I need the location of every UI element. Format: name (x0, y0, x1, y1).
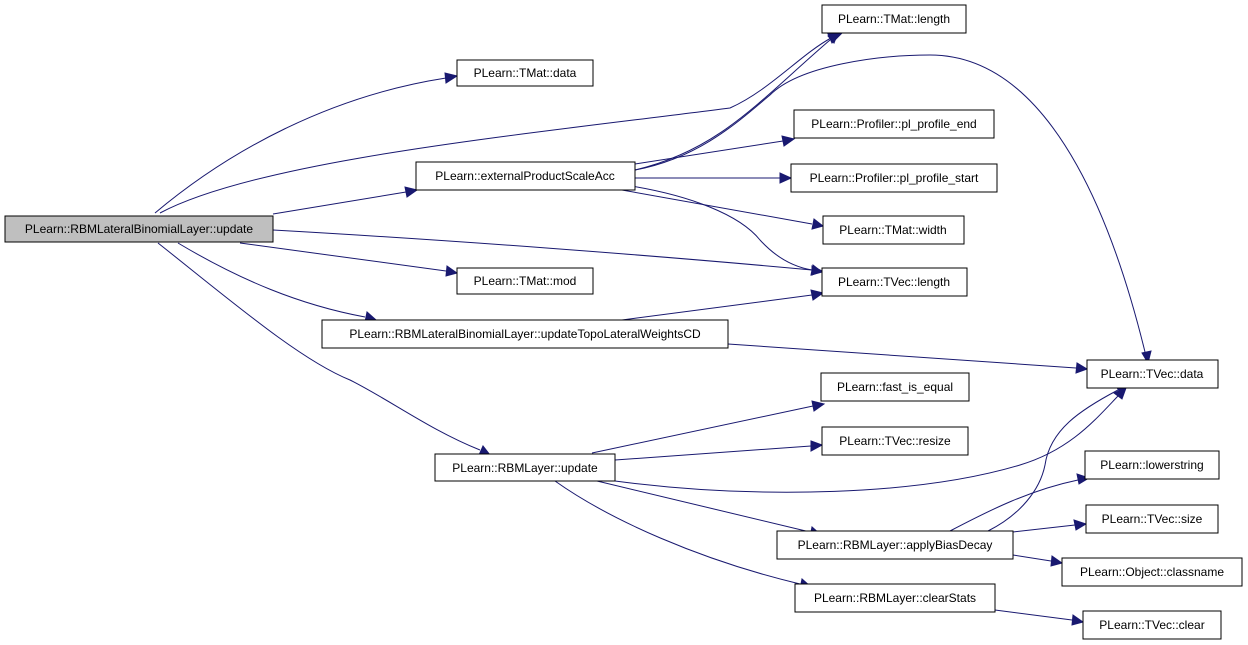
node-update-topo-lateral-weights-cd[interactable]: PLearn::RBMLateralBinomialLayer::updateT… (321, 319, 729, 349)
node-tmat-length[interactable]: PLearn::TMat::length (821, 4, 967, 34)
svg-text:PLearn::RBMLayer::applyBiasDec: PLearn::RBMLayer::applyBiasDecay (798, 538, 993, 552)
edge-root-to-tmat-data (154, 72, 459, 214)
svg-text:PLearn::TVec::data: PLearn::TVec::data (1101, 367, 1204, 381)
svg-text:PLearn::TMat::data: PLearn::TMat::data (474, 66, 577, 80)
edge-external-product-to-tmat-length (634, 32, 839, 171)
edge-update-topo-to-tvec-length (621, 289, 825, 321)
edge-apply-bias-decay-to-tvec-size (1012, 519, 1088, 533)
edge-root-to-rbm-update (157, 242, 492, 456)
edge-rbm-update-to-fast-is-equal (591, 400, 826, 454)
svg-text:PLearn::RBMLateralBinomialLaye: PLearn::RBMLateralBinomialLayer::update (25, 222, 253, 236)
edge-external-product-to-profile-end (621, 135, 796, 167)
node-tvec-clear[interactable]: PLearn::TVec::clear (1082, 610, 1222, 640)
svg-text:PLearn::TVec::clear: PLearn::TVec::clear (1099, 618, 1204, 632)
svg-text:PLearn::RBMLayer::clearStats: PLearn::RBMLayer::clearStats (814, 591, 976, 605)
node-lowerstring[interactable]: PLearn::lowerstring (1084, 450, 1220, 480)
node-profiler-pl-profile-end[interactable]: PLearn::Profiler::pl_profile_end (793, 109, 995, 139)
svg-text:PLearn::TVec::length: PLearn::TVec::length (838, 275, 950, 289)
node-tvec-data[interactable]: PLearn::TVec::data (1086, 359, 1219, 389)
node-rbm-layer-update[interactable]: PLearn::RBMLayer::update (434, 453, 616, 482)
edge-external-product-to-tmat-width (621, 189, 825, 230)
svg-text:PLearn::Profiler::pl_profile_s: PLearn::Profiler::pl_profile_start (810, 171, 979, 185)
svg-text:PLearn::TVec::resize: PLearn::TVec::resize (839, 434, 951, 448)
svg-text:PLearn::TMat::width: PLearn::TMat::width (839, 223, 946, 237)
edge-apply-bias-decay-to-object-classname (1012, 554, 1064, 567)
edge-root-to-external-product (272, 186, 419, 215)
svg-text:PLearn::externalProductScaleAc: PLearn::externalProductScaleAcc (435, 169, 614, 183)
edge-rbm-update-to-tvec-resize (614, 440, 824, 461)
node-tvec-length[interactable]: PLearn::TVec::length (821, 267, 968, 297)
edges (154, 32, 1152, 626)
node-rbm-layer-apply-bias-decay[interactable]: PLearn::RBMLayer::applyBiasDecay (776, 530, 1014, 560)
node-rbm-layer-clear-stats[interactable]: PLearn::RBMLayer::clearStats (794, 583, 996, 613)
node-tmat-mod[interactable]: PLearn::TMat::mod (456, 267, 594, 295)
svg-text:PLearn::TVec::size: PLearn::TVec::size (1102, 512, 1203, 526)
edge-root-to-tmat-mod (239, 242, 459, 277)
node-external-product-scale-acc[interactable]: PLearn::externalProductScaleAcc (415, 161, 636, 191)
node-rbm-lateral-binomial-update[interactable]: PLearn::RBMLateralBinomialLayer::update (4, 215, 274, 243)
svg-text:PLearn::Profiler::pl_profile_e: PLearn::Profiler::pl_profile_end (811, 117, 976, 131)
svg-text:PLearn::TMat::length: PLearn::TMat::length (838, 12, 950, 26)
node-object-classname[interactable]: PLearn::Object::classname (1061, 557, 1243, 587)
node-tmat-data[interactable]: PLearn::TMat::data (456, 59, 594, 87)
svg-text:PLearn::lowerstring: PLearn::lowerstring (1100, 458, 1203, 472)
edge-rbm-update-to-apply-bias-decay (596, 480, 823, 538)
node-fast-is-equal[interactable]: PLearn::fast_is_equal (820, 372, 970, 402)
node-tmat-width[interactable]: PLearn::TMat::width (822, 215, 965, 245)
node-tvec-size[interactable]: PLearn::TVec::size (1085, 504, 1219, 534)
edge-clear-stats-to-tvec-clear (994, 609, 1085, 626)
svg-text:PLearn::RBMLayer::update: PLearn::RBMLayer::update (452, 461, 598, 475)
edge-apply-bias-decay-to-lowerstring (949, 473, 1091, 532)
svg-text:PLearn::RBMLateralBinomialLaye: PLearn::RBMLateralBinomialLayer::updateT… (349, 327, 701, 341)
edge-external-product-to-profile-start (635, 172, 793, 184)
edge-external-product-to-tvec-length (624, 184, 824, 276)
svg-text:PLearn::Object::classname: PLearn::Object::classname (1080, 565, 1224, 579)
svg-text:PLearn::fast_is_equal: PLearn::fast_is_equal (837, 380, 953, 394)
node-profiler-pl-profile-start[interactable]: PLearn::Profiler::pl_profile_start (790, 163, 998, 193)
edge-external-product-to-tvec-data (634, 54, 1152, 365)
edge-rbm-update-to-clear-stats (554, 480, 813, 590)
edge-update-topo-to-tvec-data (727, 343, 1089, 374)
node-tvec-resize[interactable]: PLearn::TVec::resize (821, 426, 969, 456)
svg-text:PLearn::TMat::mod: PLearn::TMat::mod (474, 274, 577, 288)
nodes: PLearn::RBMLateralBinomialLayer::update … (4, 4, 1243, 640)
